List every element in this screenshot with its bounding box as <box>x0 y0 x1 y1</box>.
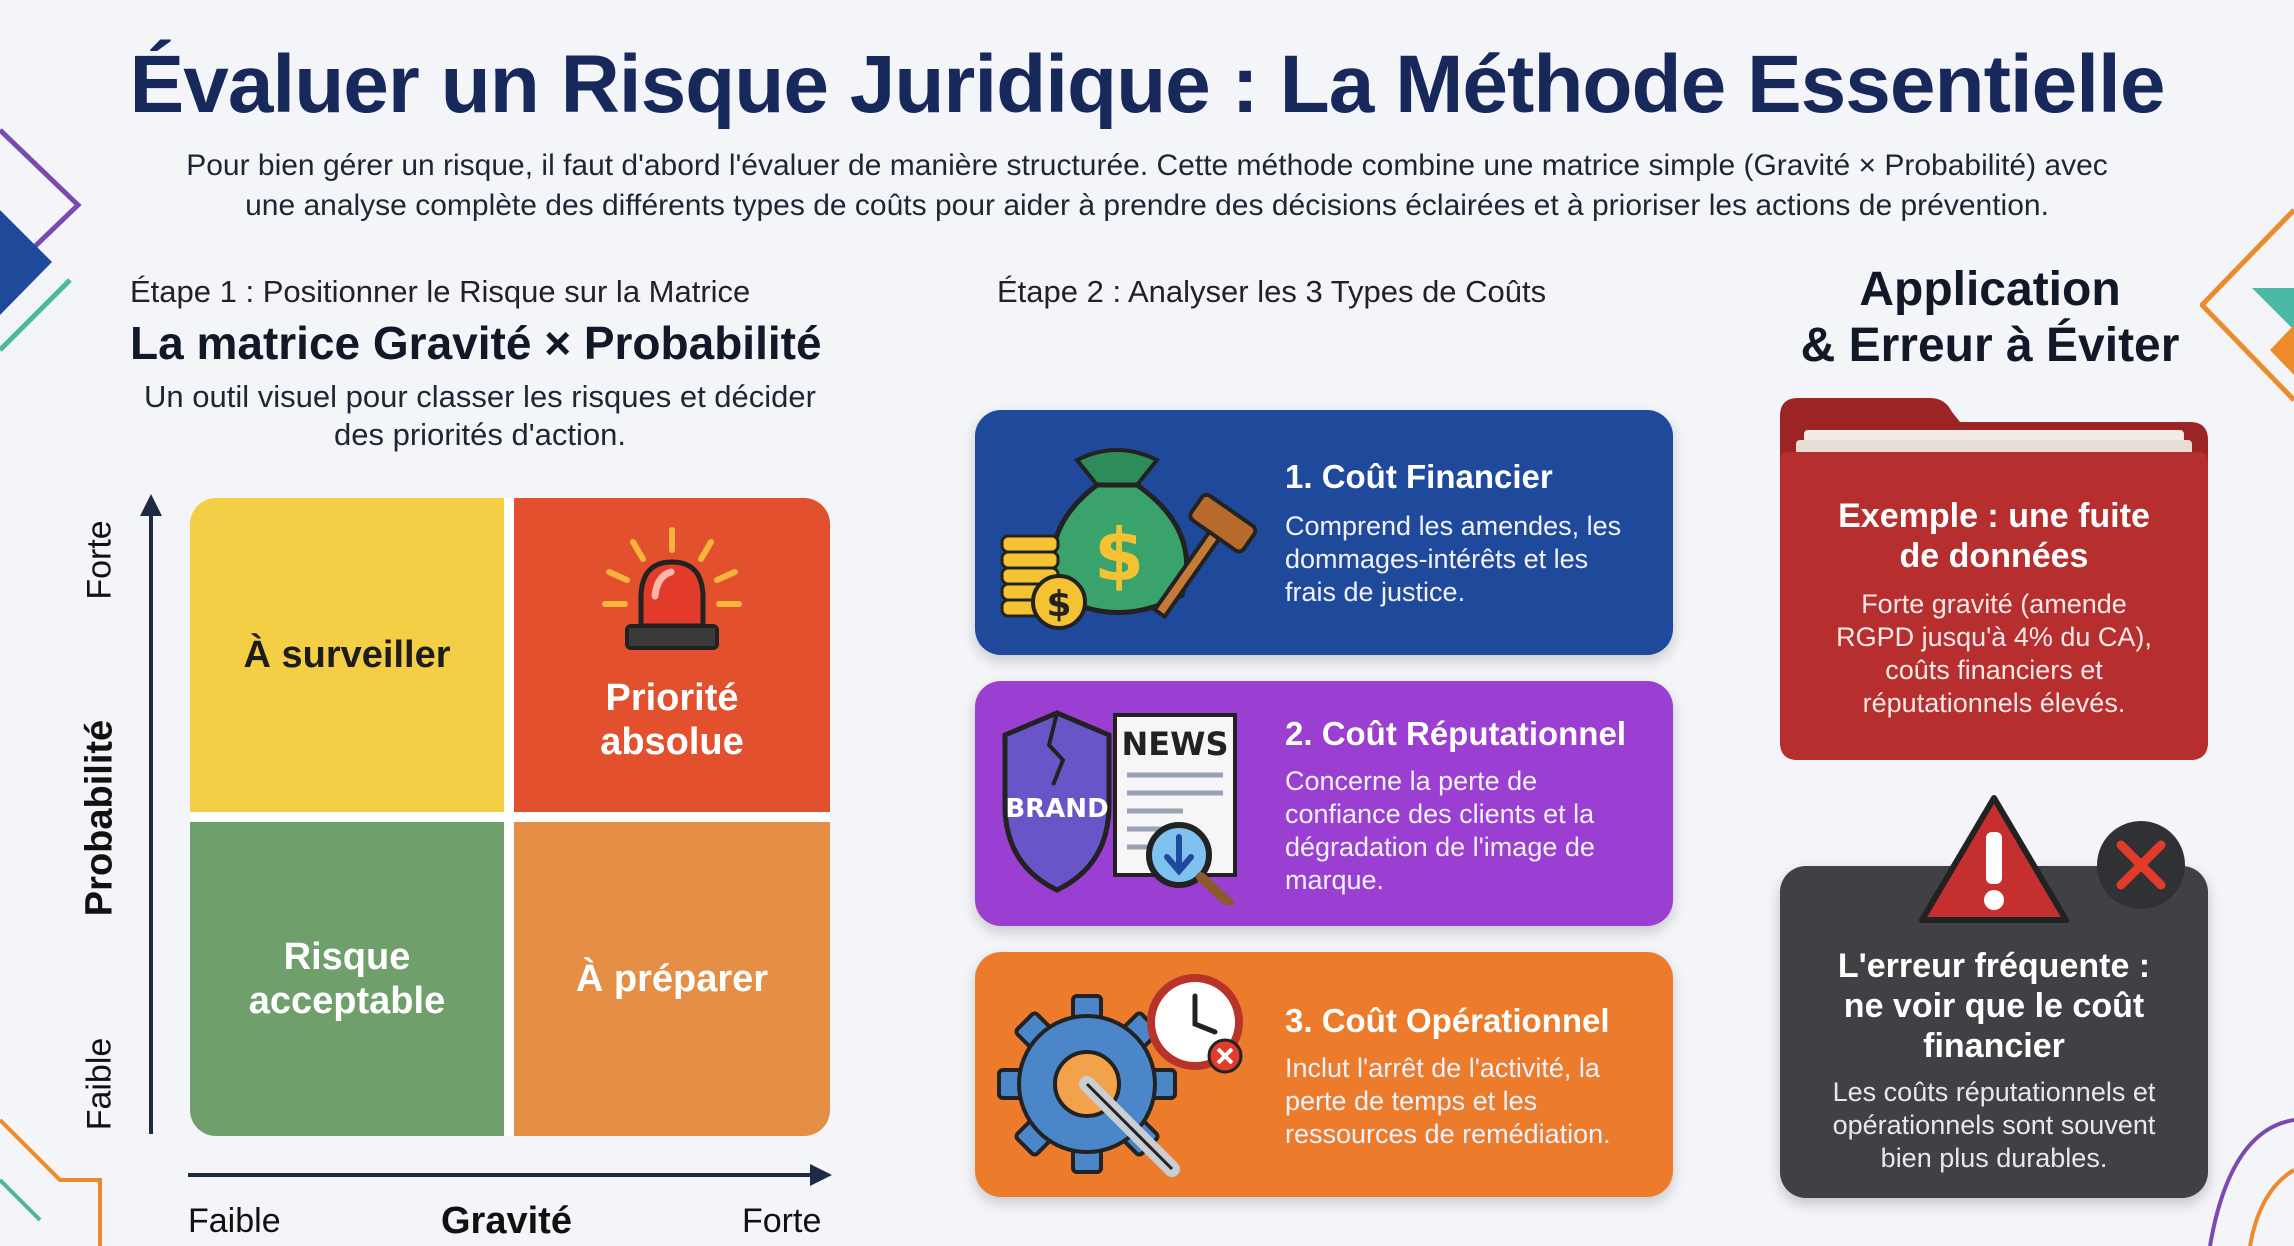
error-title-line-1: L'erreur fréquente : <box>1837 947 2151 985</box>
cell-priorite-absolue: Priorité absolue <box>514 498 830 812</box>
gear-wrench-clock-icon <box>997 974 1243 1177</box>
cell-priorite-absolue-line-2: absolue <box>600 721 744 763</box>
matrix-title: La matrice Gravité × Probabilité <box>130 317 822 369</box>
cell-risque-acceptable-line-2: acceptable <box>248 980 446 1022</box>
example-desc-line-4: réputationnels élevés. <box>1862 688 2126 718</box>
error-title-line-3: financier <box>1923 1027 2065 1065</box>
svg-text:$: $ <box>1046 584 1071 625</box>
x-axis-low-label: Faible <box>188 1202 281 1240</box>
brand-icon-text: BRAND <box>1005 794 1108 824</box>
error-desc-line-1: Les coûts réputationnels et <box>1832 1077 2156 1107</box>
matrix-subtitle-line-1: Un outil visuel pour classer les risques… <box>144 379 816 414</box>
cost-reputationnel-desc: Concerne la perte de confiance des clien… <box>1285 765 1655 897</box>
cost-financier-desc-line-1: Comprend les amendes, les <box>1285 511 1622 541</box>
cost-financier-desc: Comprend les amendes, les dommages-intér… <box>1285 510 1655 609</box>
cost-financier-desc-line-2: dommages-intérêts et les <box>1285 544 1589 574</box>
cell-risque-acceptable: Risque acceptable <box>190 822 504 1136</box>
cost-operationnel-desc-line-2: perte de temps et les <box>1285 1086 1538 1116</box>
y-axis-low-label: Faible <box>80 1037 119 1131</box>
cell-a-preparer-label: À préparer <box>575 958 769 1000</box>
x-axis-high-label: Forte <box>742 1202 822 1240</box>
step2-label: Étape 2 : Analyser les 3 Types de Coûts <box>997 274 1547 309</box>
news-icon-text: NEWS <box>1122 725 1229 763</box>
cost-card-financier: $ $ 1. Coût Financier Comprend les amend… <box>975 410 1673 655</box>
cell-risque-acceptable-line-1: Risque <box>283 936 411 978</box>
cost-financier-desc-line-3: frais de justice. <box>1285 577 1466 607</box>
cost-reputationnel-desc-line-2: confiance des clients et la <box>1285 799 1595 829</box>
cost-reputationnel-desc-line-1: Concerne la perte de <box>1285 766 1538 796</box>
application-title-line-2: & Erreur à Éviter <box>1800 319 2180 372</box>
cost-operationnel-desc: Inclut l'arrêt de l'activité, la perte d… <box>1285 1052 1655 1151</box>
x-axis-arrow <box>188 1164 832 1186</box>
example-title: Exemple : une fuite de données <box>1780 496 2208 576</box>
cost-reputationnel-desc-line-3: dégradation de l'image de <box>1285 832 1595 862</box>
folder-icon <box>1780 398 2208 760</box>
cell-a-preparer: À préparer <box>514 822 830 1136</box>
error-title: L'erreur fréquente : ne voir que le coût… <box>1780 946 2208 1066</box>
cost-operationnel-title: 3. Coût Opérationnel <box>1285 1002 1610 1039</box>
application-title-line-1: Application <box>1859 263 2121 316</box>
close-x-icon <box>2097 821 2185 909</box>
example-desc-line-3: coûts financiers et <box>1885 655 2103 685</box>
cost-card-reputationnel: NEWS BRAND 2. Coût Réputationnel Concern… <box>975 681 1673 926</box>
error-desc: Les coûts réputationnels et opérationnel… <box>1780 1076 2208 1175</box>
example-folder-card: Exemple : une fuite de données Forte gra… <box>1780 396 2208 762</box>
x-axis-title: Gravité <box>441 1200 572 1242</box>
y-axis-high-label: Forte <box>80 520 119 600</box>
cost-reputationnel-title: 2. Coût Réputationnel <box>1285 715 1626 752</box>
money-bag-gavel-icon: $ $ <box>1000 448 1258 630</box>
cost-reputationnel-desc-line-4: marque. <box>1285 865 1385 895</box>
intro-text: Pour bien gérer un risque, il faut d'abo… <box>120 146 2174 226</box>
risk-matrix: À surveiller Priorité absolue Risque acc… <box>190 498 830 1136</box>
cost-operationnel-desc-line-3: ressources de remédiation. <box>1285 1119 1611 1149</box>
step1-label: Étape 1 : Positionner le Risque sur la M… <box>130 274 751 309</box>
corner-decoration-bottom-left <box>0 1118 102 1246</box>
cost-financier-title: 1. Coût Financier <box>1285 458 1553 495</box>
cell-priorite-absolue-line-1: Priorité <box>605 677 739 719</box>
corner-decoration-right <box>2200 208 2294 402</box>
cost-operationnel-desc-line-1: Inclut l'arrêt de l'activité, la <box>1285 1053 1600 1083</box>
cell-a-surveiller-label: À surveiller <box>243 634 451 676</box>
example-desc: Forte gravité (amende RGPD jusqu'à 4% du… <box>1780 588 2208 720</box>
error-desc-line-2: opérationnels sont souvent <box>1832 1110 2156 1140</box>
cost-card-operationnel: 3. Coût Opérationnel Inclut l'arrêt de l… <box>975 952 1673 1197</box>
corner-decoration-bottom-right <box>2208 1118 2294 1246</box>
matrix-subtitle-line-2: des priorités d'action. <box>334 417 626 452</box>
example-title-line-2: de données <box>1899 537 2089 575</box>
svg-text:$: $ <box>1094 513 1144 597</box>
intro-line-2: une analyse complète des différents type… <box>245 189 2049 222</box>
page-title: Évaluer un Risque Juridique : La Méthode… <box>129 39 2166 130</box>
matrix-subtitle: Un outil visuel pour classer les risques… <box>120 378 840 454</box>
error-title-line-2: ne voir que le coût <box>1843 987 2145 1025</box>
intro-line-1: Pour bien gérer un risque, il faut d'abo… <box>186 149 2108 182</box>
y-axis-arrow <box>140 494 162 1134</box>
alarm-siren-icon <box>602 527 742 650</box>
brand-shield-news-icon: NEWS BRAND <box>1002 710 1237 905</box>
application-title: Application & Erreur à Éviter <box>1770 262 2210 374</box>
example-desc-line-1: Forte gravité (amende <box>1861 589 2127 619</box>
corner-decoration-left <box>0 128 82 352</box>
example-title-line-1: Exemple : une fuite <box>1838 497 2150 535</box>
error-desc-line-3: bien plus durables. <box>1880 1143 2108 1173</box>
cell-a-surveiller: À surveiller <box>190 498 504 812</box>
warning-triangle-icon <box>1919 795 2069 923</box>
y-axis-title: Probabilité <box>78 719 121 917</box>
example-desc-line-2: RGPD jusqu'à 4% du CA), <box>1836 622 2152 652</box>
